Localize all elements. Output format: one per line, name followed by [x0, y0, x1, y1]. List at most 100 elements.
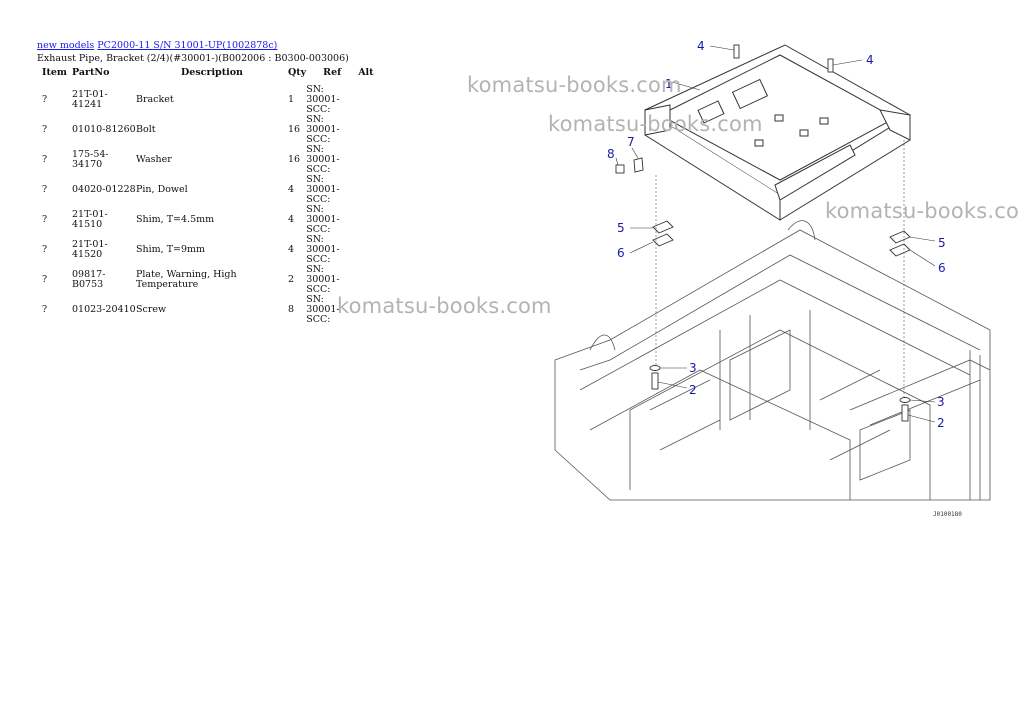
row-alt — [358, 265, 378, 295]
row-alt — [358, 85, 378, 115]
row-qty: 1 — [288, 94, 295, 105]
row-ref: SN: 30001-SCC: — [306, 295, 358, 325]
row-ref: SN: 30001-SCC: — [306, 145, 358, 175]
row-qty: 2 — [288, 274, 295, 285]
row-ref-scc: SCC: — [306, 164, 331, 175]
row-ref-scc: SCC: — [306, 224, 331, 235]
breadcrumb: new models PC2000-11 S/N 31001-UP(100287… — [37, 39, 349, 52]
row-partno: 21T-01-41520 — [72, 239, 108, 260]
row-item: ? — [42, 274, 48, 285]
row-qty: 4 — [288, 184, 295, 195]
row-alt — [358, 145, 378, 175]
small-parts-drawing — [615, 44, 911, 422]
row-partno: 21T-01-41241 — [72, 89, 108, 110]
callout-4: 4 — [697, 39, 705, 53]
row-qty: 4 — [288, 244, 295, 255]
table-row: ? 21T-01-41241 Bracket 1 SN: 30001-SCC: — [37, 85, 378, 115]
row-ref: SN: 30001-SCC: — [306, 205, 358, 235]
row-description: Bolt — [136, 124, 156, 135]
row-partno: 01010-81260 — [72, 124, 136, 135]
row-ref-sn: SN: 30001- — [306, 144, 340, 165]
table-row: ? 09817-B0753 Plate, Warning, High Tempe… — [37, 265, 378, 295]
callout-4: 4 — [866, 53, 874, 67]
watermark-text: komatsu-books.com — [548, 112, 763, 136]
leader-lines — [615, 45, 936, 423]
row-item: ? — [42, 304, 48, 315]
callout-labels: 4 4 1 7 8 5 6 5 6 3 2 3 2 — [607, 39, 946, 430]
col-header-partno: PartNo — [72, 67, 110, 78]
row-ref-sn: SN: 30001- — [306, 204, 340, 225]
row-ref-sn: SN: 30001- — [306, 294, 340, 315]
row-item: ? — [42, 154, 48, 165]
row-ref: SN: 30001-SCC: — [306, 235, 358, 265]
col-header-qty: Qty — [288, 67, 307, 78]
row-ref-scc: SCC: — [306, 314, 331, 325]
callout-5: 5 — [938, 236, 946, 250]
col-header-alt: Alt — [358, 67, 374, 78]
row-ref-sn: SN: 30001- — [306, 114, 340, 135]
row-ref: SN: 30001-SCC: — [306, 85, 358, 115]
row-partno: 01023-20410 — [72, 304, 136, 315]
table-header-row: Item PartNo Description Qty Ref Alt — [37, 66, 378, 85]
breadcrumb-model-link[interactable]: PC2000-11 S/N 31001-UP(1002878c) — [97, 40, 278, 51]
callout-3: 3 — [689, 361, 697, 375]
callout-2: 2 — [937, 416, 945, 430]
exploded-parts-diagram: 4 4 1 7 8 5 6 5 6 3 2 3 2 J0100180 — [554, 39, 991, 518]
row-ref: SN: 30001-SCC: — [306, 115, 358, 145]
row-partno: 175-54-34170 — [72, 149, 109, 170]
table-row: ? 21T-01-41520 Shim, T=9mm 4 SN: 30001-S… — [37, 235, 378, 265]
row-alt — [358, 115, 378, 145]
callout-2: 2 — [689, 383, 697, 397]
row-partno: 09817-B0753 — [72, 269, 106, 290]
callout-3: 3 — [937, 395, 945, 409]
parts-table: Item PartNo Description Qty Ref Alt ? 21… — [37, 66, 378, 325]
row-qty: 16 — [288, 154, 301, 165]
row-item: ? — [42, 124, 48, 135]
watermark-text: komatsu-books.co — [825, 199, 1020, 223]
row-alt — [358, 235, 378, 265]
row-alt — [358, 205, 378, 235]
callout-6: 6 — [938, 261, 946, 275]
row-ref: SN: 30001-SCC: — [306, 265, 358, 295]
callout-7: 7 — [627, 135, 635, 149]
row-qty: 8 — [288, 304, 295, 315]
row-ref-scc: SCC: — [306, 284, 331, 295]
row-description: Washer — [136, 154, 172, 165]
row-ref-sn: SN: 30001- — [306, 234, 340, 255]
breadcrumb-new-models-link[interactable]: new models — [37, 40, 95, 51]
row-ref-sn: SN: 30001- — [306, 174, 340, 195]
row-description: Bracket — [136, 94, 174, 105]
row-partno: 21T-01-41510 — [72, 209, 108, 230]
row-description: Shim, T=4.5mm — [136, 214, 215, 225]
table-row: ? 01023-20410 Screw 8 SN: 30001-SCC: — [37, 295, 378, 325]
row-ref: SN: 30001-SCC: — [306, 175, 358, 205]
lower-frame-drawing — [554, 220, 991, 501]
row-ref-scc: SCC: — [306, 134, 331, 145]
bracket-drawing — [643, 44, 911, 221]
callout-8: 8 — [607, 147, 615, 161]
col-header-description: Description — [181, 67, 243, 78]
row-description: Shim, T=9mm — [136, 244, 206, 255]
row-item: ? — [42, 94, 48, 105]
row-item: ? — [42, 184, 48, 195]
page-subtitle: Exhaust Pipe, Bracket (2/4)(#30001-)(B00… — [37, 53, 349, 64]
callout-6: 6 — [617, 246, 625, 260]
row-ref-scc: SCC: — [306, 104, 331, 115]
table-row: ? 04020-01228 Pin, Dowel 4 SN: 30001-SCC… — [37, 175, 378, 205]
row-item: ? — [42, 244, 48, 255]
col-header-item: Item — [42, 67, 67, 78]
watermark-text: komatsu-books.com — [467, 73, 682, 97]
page-header: new models PC2000-11 S/N 31001-UP(100287… — [37, 39, 349, 65]
row-alt — [358, 175, 378, 205]
row-qty: 4 — [288, 214, 295, 225]
row-ref-sn: SN: 30001- — [306, 84, 340, 105]
row-ref-scc: SCC: — [306, 254, 331, 265]
callout-5: 5 — [617, 221, 625, 235]
row-description: Pin, Dowel — [136, 184, 188, 195]
row-item: ? — [42, 214, 48, 225]
table-row: ? 175-54-34170 Washer 16 SN: 30001-SCC: — [37, 145, 378, 175]
table-row: ? 21T-01-41510 Shim, T=4.5mm 4 SN: 30001… — [37, 205, 378, 235]
row-description: Plate, Warning, High Temperature — [136, 269, 237, 290]
callout-1: 1 — [665, 77, 673, 91]
row-ref-scc: SCC: — [306, 194, 331, 205]
